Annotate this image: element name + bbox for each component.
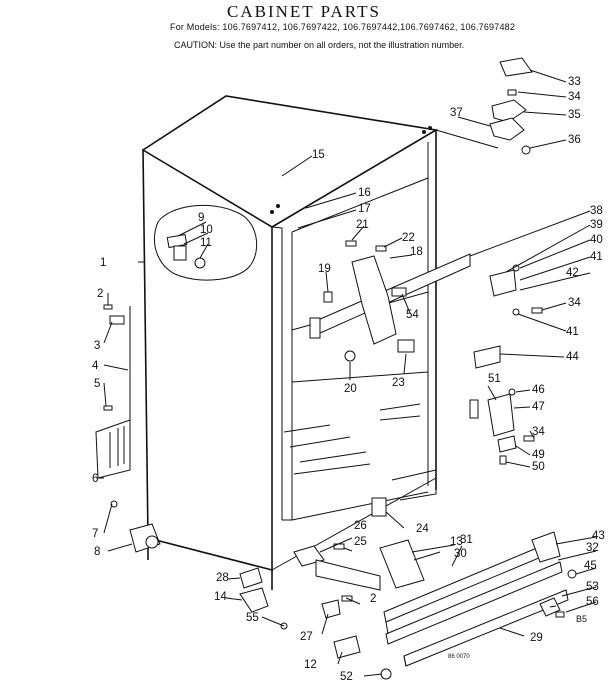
- callout-c30: 30: [454, 548, 467, 560]
- callout-c34a: 34: [568, 91, 581, 103]
- callout-c34c: 34: [532, 426, 545, 438]
- callout-c31: 31: [460, 534, 473, 546]
- callout-c14: 14: [214, 591, 227, 603]
- callout-c46: 46: [532, 384, 545, 396]
- callout-c11: 11: [200, 237, 212, 249]
- callout-c6: 6: [92, 473, 98, 485]
- callout-c34b: 34: [568, 297, 581, 309]
- callout-c32: 32: [586, 542, 599, 554]
- drawing-code: 86 0070: [448, 654, 470, 660]
- door-parts: [469, 345, 535, 465]
- callout-c41a: 41: [590, 251, 603, 263]
- callout-c18: 18: [410, 246, 423, 258]
- callout-c2b: 2: [370, 593, 376, 605]
- callout-c13: 13: [450, 536, 463, 548]
- callout-c45: 45: [584, 560, 597, 572]
- callout-c15: 15: [312, 149, 325, 161]
- center-brackets: [309, 240, 543, 362]
- callout-c10: 10: [200, 224, 213, 236]
- callout-c20: 20: [344, 383, 357, 395]
- callout-c43: 43: [592, 530, 605, 542]
- left-parts: [95, 304, 161, 553]
- callout-labels: 1223456789101112131415161718192021222324…: [92, 76, 605, 683]
- callout-c40: 40: [590, 234, 603, 246]
- callout-c24: 24: [416, 523, 429, 535]
- callout-c9: 9: [198, 212, 204, 224]
- callout-c44: 44: [566, 351, 579, 363]
- models-line: For Models: 106.7697412, 106.7697422, 10…: [170, 22, 516, 32]
- page-label: B5: [576, 614, 588, 624]
- diagram-title: CABINET PARTS: [227, 2, 381, 21]
- callout-c22: 22: [402, 232, 415, 244]
- cabinet-body: [142, 95, 439, 590]
- callout-c56: 56: [586, 596, 599, 608]
- callout-c25: 25: [354, 536, 367, 548]
- callout-c23: 23: [392, 377, 405, 389]
- bottom-parts: [239, 497, 577, 680]
- leader-lines: [98, 69, 597, 677]
- callout-c2: 2: [97, 288, 103, 300]
- callout-c21: 21: [356, 219, 369, 231]
- callout-c29: 29: [530, 632, 543, 644]
- callout-c38: 38: [590, 205, 603, 217]
- callout-c27: 27: [300, 631, 313, 643]
- callout-c53: 53: [586, 581, 599, 593]
- callout-c7: 7: [92, 528, 98, 540]
- callout-c26: 26: [354, 520, 367, 532]
- callout-c41b: 41: [566, 326, 579, 338]
- callout-c3: 3: [94, 340, 100, 352]
- callout-c52: 52: [340, 671, 353, 683]
- callout-c5: 5: [94, 378, 100, 390]
- callout-c55: 55: [246, 612, 259, 624]
- callout-c54: 54: [406, 309, 419, 321]
- callout-c1: 1: [100, 257, 106, 269]
- callout-c12: 12: [304, 659, 317, 671]
- callout-c50: 50: [532, 461, 545, 473]
- callout-c42: 42: [566, 267, 579, 279]
- callout-c28: 28: [216, 572, 229, 584]
- callout-c47: 47: [532, 401, 545, 413]
- callout-c35: 35: [568, 109, 581, 121]
- callout-c36: 36: [568, 134, 581, 146]
- callout-c33: 33: [568, 76, 581, 88]
- top-hinge-assembly: [489, 57, 533, 155]
- callout-c4: 4: [92, 360, 99, 372]
- callout-c37: 37: [450, 107, 463, 119]
- caution-note: CAUTION: Use the part number on all orde…: [174, 40, 465, 50]
- callout-c16: 16: [358, 187, 371, 199]
- callout-c39: 39: [590, 219, 603, 231]
- callout-c49: 49: [532, 449, 545, 461]
- callout-c8: 8: [94, 546, 100, 558]
- callout-c51: 51: [488, 373, 501, 385]
- callout-c19: 19: [318, 263, 331, 275]
- callout-c17: 17: [358, 203, 371, 215]
